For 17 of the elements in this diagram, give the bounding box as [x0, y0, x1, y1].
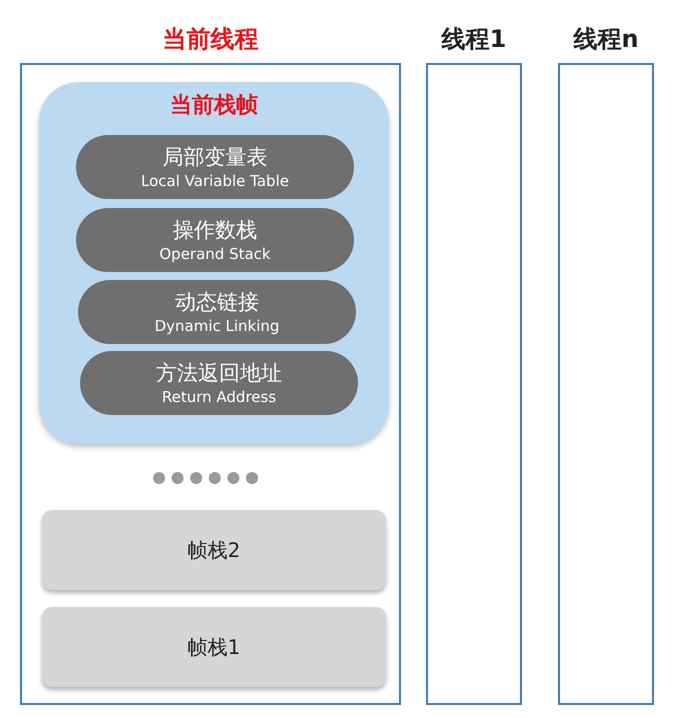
part-name: 方法返回地址: [156, 360, 282, 387]
part-name: 帧栈2: [188, 537, 240, 564]
part-name: 操作数栈: [173, 217, 257, 244]
part-name: 局部变量表: [162, 144, 268, 171]
part-english-name: Dynamic Linking: [154, 316, 280, 336]
part-english-name: Local Variable Table: [141, 171, 289, 191]
stack-frame-box: [42, 607, 386, 687]
part-name: 帧栈1: [188, 634, 240, 661]
thread-title: 线程1: [440, 24, 508, 55]
part-english-name: Operand Stack: [159, 244, 271, 264]
part-name: 动态链接: [175, 289, 259, 316]
thread-title: 线程n: [572, 24, 640, 55]
part-english-name: Return Address: [162, 387, 276, 407]
stack-frame-box: [42, 510, 386, 590]
thread-title: 当前线程: [162, 24, 260, 55]
stack-frame-panel: [39, 82, 389, 444]
frame-title: 当前栈帧: [169, 92, 259, 120]
